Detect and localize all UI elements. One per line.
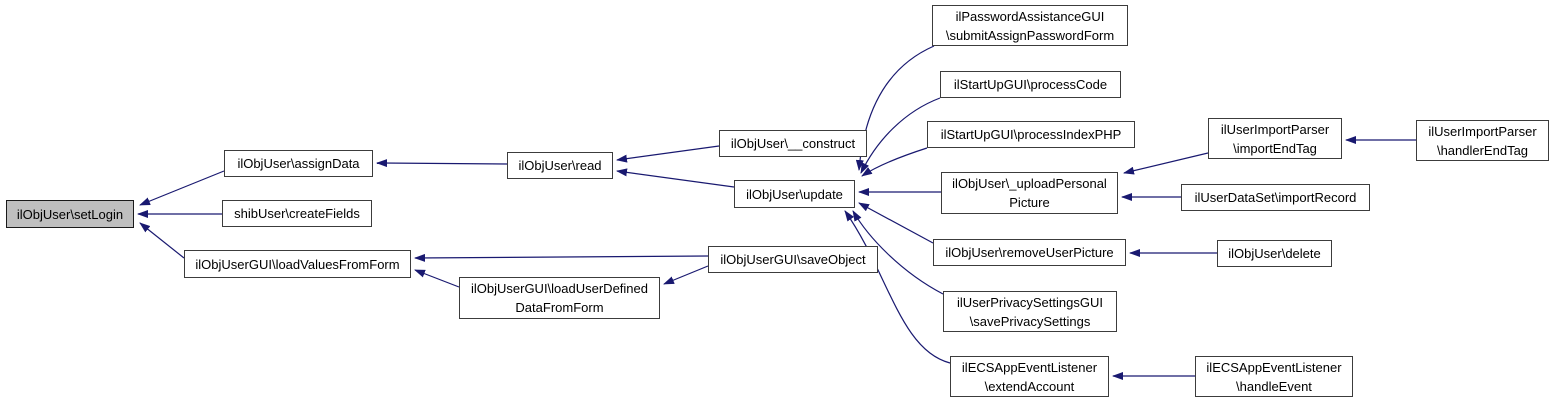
node-label: ilObjUser\update (746, 186, 843, 202)
node-ilobjusergui-saveobject[interactable]: ilObjUserGUI\saveObject (708, 246, 878, 273)
edge-savePrivacySettings-update (852, 210, 944, 295)
edge-saveObject-loadValuesFromForm (414, 253, 709, 262)
node-ilobjuser-update[interactable]: ilObjUser\update (734, 180, 855, 208)
node-ilstartupgui-processcode[interactable]: ilStartUpGUI\processCode (940, 71, 1121, 98)
node-ilobjuser-construct[interactable]: ilObjUser\__construct (719, 130, 867, 157)
node-ilobjuser-read[interactable]: ilObjUser\read (507, 152, 613, 179)
edge-processIndexPHP-update (861, 147, 928, 177)
node-label: ilObjUser\removeUserPicture (945, 245, 1114, 260)
node-label: ilObjUser\__construct (730, 136, 856, 151)
edge-submitAssignPasswordForm-update (855, 45, 935, 171)
edge-saveObject-loadUserDefinedDataFromForm (663, 265, 709, 285)
node-ilobjuser-assigndata[interactable]: ilObjUser\assignData (224, 150, 373, 177)
edge-importEndTag-uploadPersonalPicture (1123, 152, 1209, 175)
node-ilpasswordassistancegui-submitassignpasswordform[interactable]: ilPasswordAssistanceGUI \submitAssignPas… (932, 5, 1128, 46)
node-label: ilUserImportParser \handlerEndTag (1428, 123, 1537, 158)
node-ilecsappeventlistener-extendaccount[interactable]: ilECSAppEventListener \extendAccount (950, 356, 1109, 397)
node-label: ilUserPrivacySettingsGUI \savePrivacySet… (957, 294, 1103, 329)
node-label: ilObjUserGUI\saveObject (720, 252, 866, 267)
node-label: ilECSAppEventListener \extendAccount (961, 359, 1098, 394)
edge-construct-read (616, 145, 720, 163)
node-label: ilStartUpGUI\processCode (953, 77, 1108, 92)
node-label: ilObjUser\setLogin (16, 206, 124, 222)
edge-processCode-update (860, 97, 941, 174)
node-label: ilPasswordAssistanceGUI \submitAssignPas… (945, 8, 1115, 43)
node-ilecsappeventlistener-handleevent[interactable]: ilECSAppEventListener \handleEvent (1195, 356, 1353, 397)
node-iluserdataset-importrecord[interactable]: ilUserDataSet\importRecord (1181, 184, 1370, 211)
node-label: shibUser\createFields (234, 206, 360, 221)
node-label: ilECSAppEventListener \handleEvent (1206, 359, 1342, 394)
node-iluserimportparser-handlerendtag[interactable]: ilUserImportParser \handlerEndTag (1416, 120, 1549, 161)
edge-loadUserDefinedDataFromForm-loadValuesFromForm (414, 269, 460, 288)
edge-assignData-setLogin (139, 170, 225, 206)
node-ilobjuser-setlogin[interactable]: ilObjUser\setLogin (6, 200, 134, 228)
node-iluserimportparser-importendtag[interactable]: ilUserImportParser \importEndTag (1208, 118, 1342, 159)
node-ilobjuser-delete[interactable]: ilObjUser\delete (1217, 240, 1332, 267)
node-label: ilObjUserGUI\loadUserDefined DataFromFor… (470, 281, 648, 315)
node-ilstartupgui-processindexphp[interactable]: ilStartUpGUI\processIndexPHP (927, 121, 1135, 148)
node-label: ilUserImportParser \importEndTag (1220, 121, 1330, 156)
node-label: ilObjUser\delete (1228, 246, 1321, 261)
node-ilobjusergui-loaduserdefineddatafromform[interactable]: ilObjUserGUI\loadUserDefined DataFromFor… (459, 277, 660, 319)
edge-read-assignData (376, 159, 508, 168)
edge-extendAccount-update (844, 210, 951, 364)
edge-removeUserPicture-update (858, 202, 934, 244)
node-ilobjuser-uploadpersonalpicture[interactable]: ilObjUser\_uploadPersonal Picture (941, 172, 1118, 214)
node-label: ilObjUser\_uploadPersonal Picture (952, 176, 1107, 210)
node-shibuser-createfields[interactable]: shibUser\createFields (222, 200, 372, 227)
edge-update-read (616, 168, 735, 188)
node-iluserprivacysettingsgui-saveprivacysettings[interactable]: ilUserPrivacySettingsGUI \savePrivacySet… (943, 291, 1117, 332)
node-label: ilObjUserGUI\loadValuesFromForm (195, 256, 400, 272)
node-label: ilObjUser\read (518, 158, 602, 173)
edge-loadValuesFromForm-setLogin (139, 222, 185, 259)
node-label: ilUserDataSet\importRecord (1194, 190, 1357, 205)
node-ilobjusergui-loadvaluesfromform[interactable]: ilObjUserGUI\loadValuesFromForm (184, 250, 411, 278)
node-ilobjuser-removeuserpicture[interactable]: ilObjUser\removeUserPicture (933, 239, 1126, 266)
node-label: ilObjUser\assignData (237, 156, 360, 171)
node-label: ilStartUpGUI\processIndexPHP (940, 127, 1122, 142)
